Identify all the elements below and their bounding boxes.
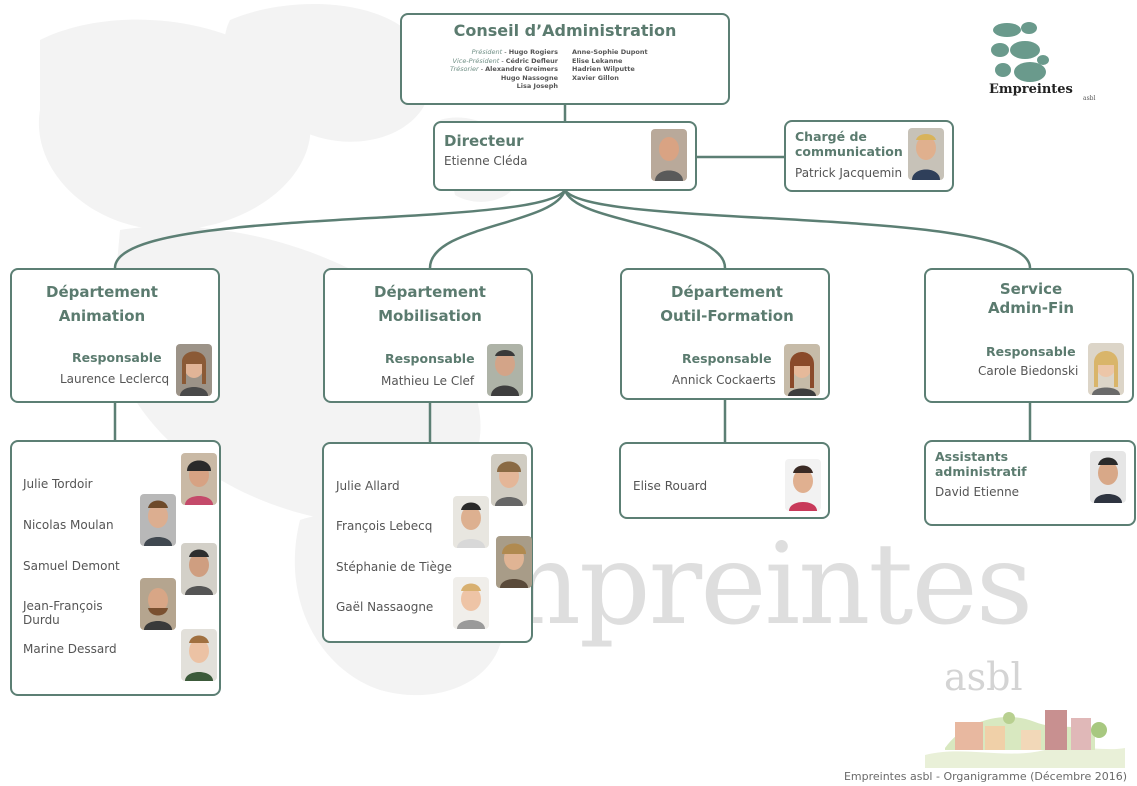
member-photo	[140, 578, 176, 630]
assistant-name: David Etienne	[935, 485, 1020, 499]
board-row: Elise Lekanne	[572, 56, 623, 65]
member-name: Julie Tordoir	[23, 477, 93, 491]
responsable-label: Responsable	[682, 351, 772, 366]
member-name: Gaël Nassaogne	[336, 600, 434, 614]
member-name: Stéphanie de Tiège	[336, 560, 452, 574]
communication-name: Patrick Jacquemin	[795, 166, 903, 180]
responsable-label: Responsable	[72, 350, 162, 365]
responsable-photo	[176, 344, 212, 396]
board-row: Xavier Gillon	[572, 73, 619, 82]
connector-lines	[113, 104, 1032, 442]
responsable-photo	[487, 344, 523, 396]
member-photo	[140, 494, 176, 546]
board-row: Vice-Président - Cédric Defleur	[452, 56, 558, 65]
responsable-label: Responsable	[986, 344, 1076, 359]
board-box: Conseil d’Administration Président - Hug…	[400, 13, 730, 105]
board-row: Lisa Joseph	[516, 82, 558, 90]
responsable-name: Carole Biedonski	[978, 364, 1079, 378]
member-name: Samuel Demont	[23, 559, 120, 573]
member-photo	[181, 543, 217, 595]
member-photo	[453, 577, 489, 629]
team-mobilisation-box: Julie Allard François Lebecq Stéphanie d…	[322, 442, 533, 643]
board-title: Conseil d’Administration	[453, 21, 677, 40]
communication-title: Chargé de communication	[795, 129, 903, 159]
empreintes-logo-icon	[991, 22, 1049, 82]
responsable-name: Annick Cockaerts	[672, 373, 776, 387]
responsable-photo	[1088, 343, 1124, 395]
member-name: Julie Allard	[336, 479, 400, 493]
member-name: Elise Rouard	[633, 479, 708, 493]
board-members-right: Anne-Sophie Dupont Elise Lekanne Hadrien…	[572, 48, 648, 82]
member-photo	[181, 453, 217, 505]
member-name: Marine Dessard	[23, 642, 117, 656]
member-name: Jean-François Durdu	[23, 599, 103, 627]
team-outil-formation-box: Elise Rouard	[619, 442, 830, 519]
member-photo	[491, 454, 527, 506]
responsable-name: Laurence Leclercq	[60, 372, 170, 386]
board-row: Hugo Nassogne	[500, 73, 558, 82]
communication-photo	[908, 128, 944, 180]
board-row: Hadrien Wilputte	[572, 65, 635, 73]
member-photo	[785, 459, 821, 511]
responsable-label: Responsable	[385, 351, 475, 366]
assistants-title: Assistants administratif	[935, 449, 1027, 479]
logo-wordmark: Empreintes	[989, 82, 1073, 97]
director-title: Directeur	[444, 132, 524, 150]
member-photo	[496, 536, 532, 588]
member-photo	[181, 629, 217, 681]
board-members-left: Président - Hugo Rogiers Vice-Président …	[450, 48, 558, 91]
logo-asbl: asbl	[1083, 95, 1096, 102]
member-name: Nicolas Moulan	[23, 518, 114, 532]
village-illustration	[925, 710, 1125, 768]
communication-box: Chargé de communication Patrick Jacquemi…	[784, 120, 954, 192]
assistant-photo	[1090, 451, 1126, 503]
member-photo	[453, 496, 489, 548]
team-admin-box: Assistants administratif David Etienne	[924, 440, 1136, 526]
director-photo	[651, 129, 687, 181]
board-row: Président - Hugo Rogiers	[471, 48, 558, 56]
responsable-photo	[784, 344, 820, 396]
board-row: Trésorier - Alexandre Greimers	[450, 65, 558, 73]
member-name: François Lebecq	[336, 519, 433, 533]
responsable-name: Mathieu Le Clef	[381, 374, 475, 388]
director-name: Etienne Cléda	[444, 154, 528, 168]
team-animation-box: Julie Tordoir Nicolas Moulan Samuel Demo…	[10, 440, 221, 696]
watermark-asbl: asbl	[944, 655, 1023, 699]
footer-caption: Empreintes asbl - Organigramme (Décembre…	[843, 770, 1127, 783]
board-row: Anne-Sophie Dupont	[572, 48, 648, 56]
director-box: Directeur Etienne Cléda	[433, 121, 697, 191]
